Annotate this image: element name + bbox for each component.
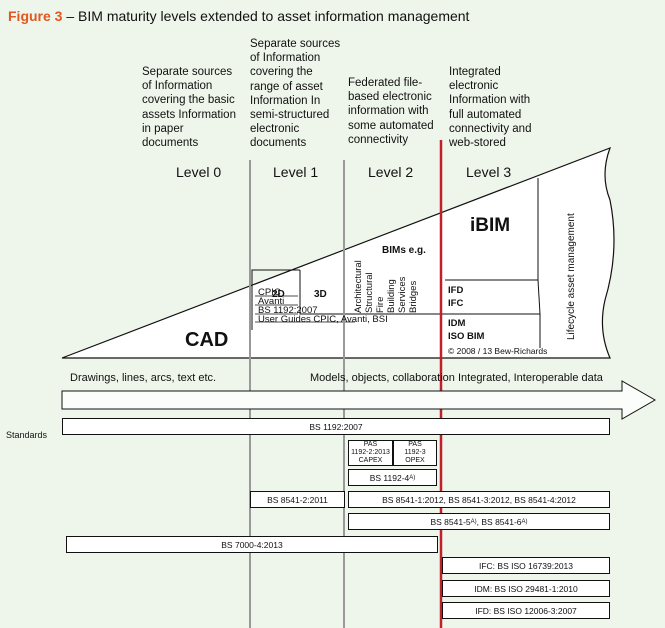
level-2-heading: Level 2 <box>368 164 414 180</box>
level1-description: Separate sources of Information covering… <box>250 38 341 150</box>
level1-item-cpic: CPIC <box>258 287 281 298</box>
level1-item-user-guides: User Guides CPIC, Avanti, BSI <box>258 314 388 325</box>
ifc-label: IFC <box>448 298 464 309</box>
standard-ifc: IFC: BS ISO 16739:2013 <box>442 557 610 574</box>
arrow-label-left: Drawings, lines, arcs, text etc. <box>70 372 217 384</box>
cad-label: CAD <box>185 329 229 351</box>
standard-bs1192: BS 1192:2007 <box>62 418 610 435</box>
figure-caption: Figure 3 – BIM maturity levels extended … <box>8 8 469 24</box>
level1-item-avanti: Avanti <box>258 296 285 307</box>
copyright-label: © 2008 / 13 Bew-Richards <box>448 346 548 356</box>
iso-bim-label: ISO BIM <box>448 331 485 342</box>
bim-type-structural: Structural <box>364 272 375 313</box>
standard-idm: IDM: BS ISO 29481-1:2010 <box>442 580 610 597</box>
lifecycle-label: Lifecycle asset management <box>566 213 577 340</box>
2d-label: 2D <box>272 289 285 300</box>
level1-item-bs1192: BS 1192:2007 <box>258 305 318 316</box>
bim-type-services: Services <box>397 276 408 313</box>
standard-pas-opex: PAS 1192-3 OPEX <box>393 440 437 466</box>
standard-bs8541-2: BS 8541-2:2011 <box>250 491 345 508</box>
ifd-label: IFD <box>448 285 464 296</box>
standard-pas-capex: PAS 1192-2:2013 CAPEX <box>348 440 393 466</box>
level-3-heading: Level 3 <box>466 164 512 180</box>
arrow-label-right: Models, objects, collaboration Integrate… <box>310 372 603 384</box>
level2-description: Federated file- based electronic informa… <box>348 77 434 146</box>
ibim-label: iBIM <box>470 215 511 236</box>
bims-eg-label: BIMs e.g. <box>382 245 426 256</box>
level0-description: Separate sources of Information covering… <box>142 66 236 150</box>
figure-number: Figure 3 <box>8 8 63 24</box>
standard-bs7000: BS 7000-4:2013 <box>66 536 438 553</box>
idm-label: IDM <box>448 318 466 329</box>
maturity-triangle <box>61 146 615 359</box>
standard-bs8541-multi: BS 8541-1:2012, BS 8541-3:2012, BS 8541-… <box>348 491 610 508</box>
bim-type-building: Building <box>386 279 397 313</box>
bim-type-fire: Fire <box>375 296 386 313</box>
3d-label: 3D <box>314 289 327 300</box>
level3-description: Integrated electronic Information with f… <box>449 66 532 150</box>
bim-type-bridges: Bridges <box>408 280 419 313</box>
standards-label: Standards <box>6 430 48 440</box>
progression-arrow <box>61 380 657 420</box>
level-1-heading: Level 1 <box>273 164 319 180</box>
bim-type-architectural: Architectural <box>353 260 364 313</box>
level-0-heading: Level 0 <box>176 164 222 180</box>
standard-ifd: IFD: BS ISO 12006-3:2007 <box>442 602 610 619</box>
figure-title: – BIM maturity levels extended to asset … <box>62 8 470 24</box>
